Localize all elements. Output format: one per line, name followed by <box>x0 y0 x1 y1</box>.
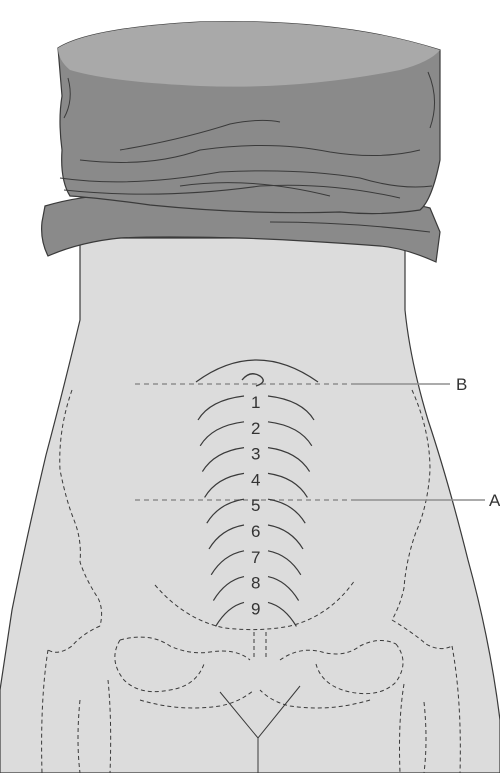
segment-number-5: 5 <box>251 496 260 515</box>
rolled-garment <box>42 22 440 262</box>
segment-number-1: 1 <box>251 393 260 412</box>
segment-number-6: 6 <box>251 522 260 541</box>
segment-number-3: 3 <box>251 445 260 464</box>
segment-number-4: 4 <box>251 470 260 489</box>
segment-number-2: 2 <box>251 419 260 438</box>
segment-number-8: 8 <box>251 574 260 593</box>
level-label-b: B <box>456 375 467 394</box>
segment-number-9: 9 <box>251 599 260 618</box>
segment-number-7: 7 <box>251 548 260 567</box>
level-label-a: A <box>489 491 500 510</box>
